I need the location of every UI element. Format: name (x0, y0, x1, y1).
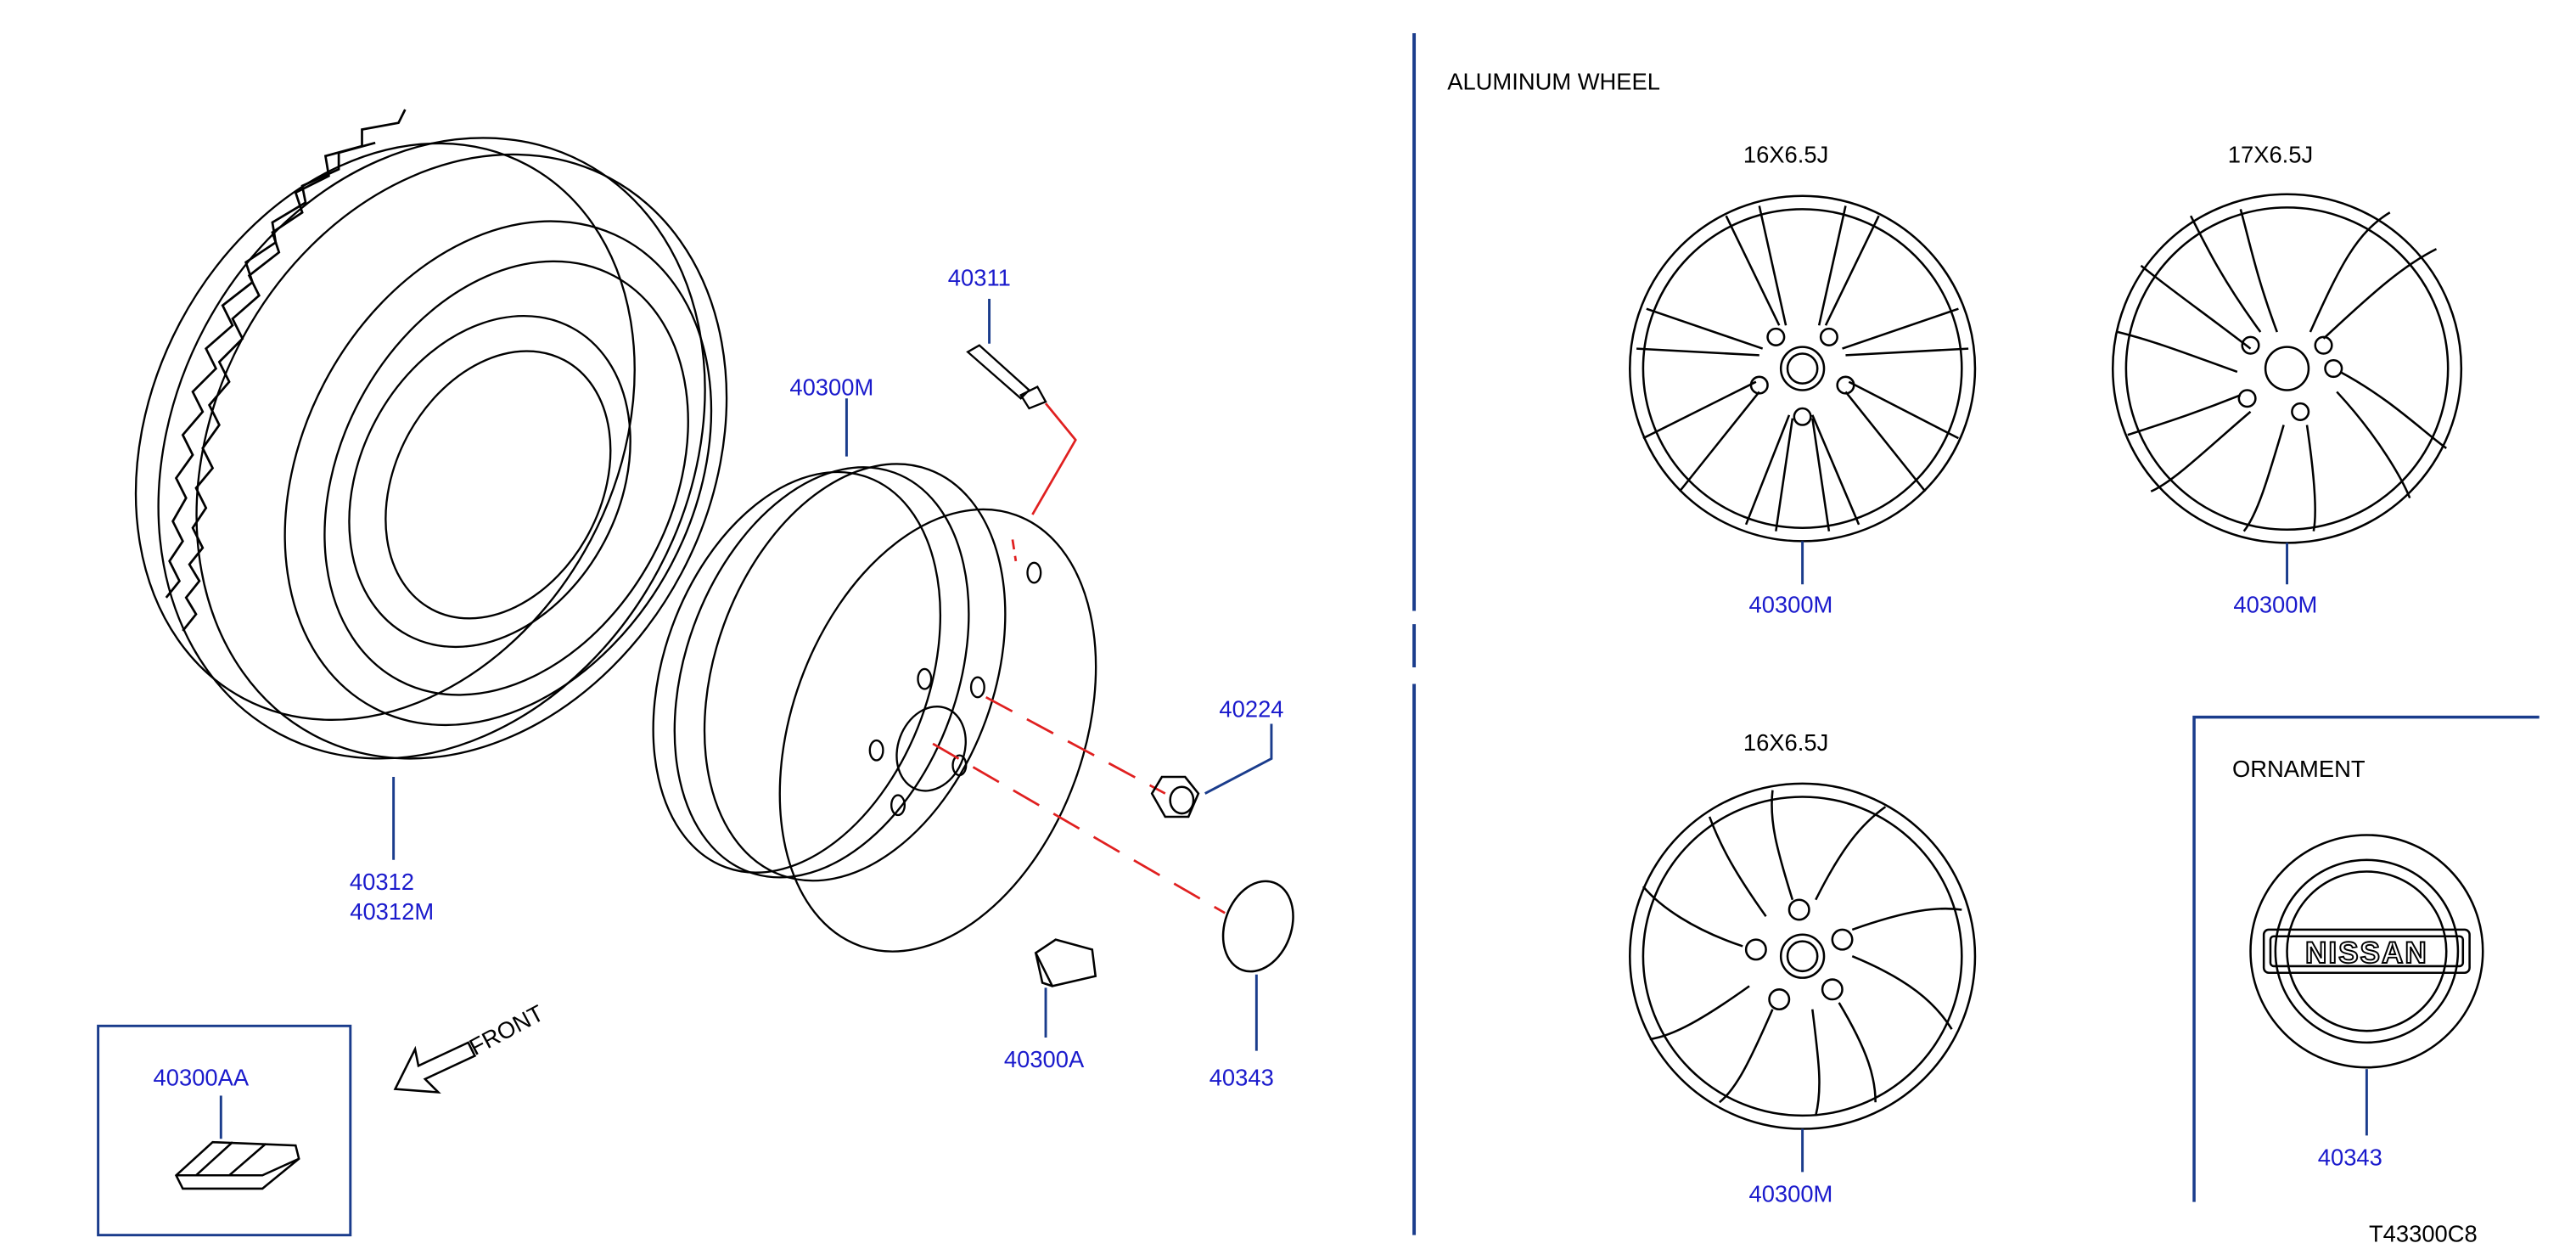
nut-leader-line (1204, 723, 1273, 795)
alloy-top-right-size: 17X6.5J (2228, 142, 2313, 168)
front-arrow (393, 1041, 477, 1094)
alloy-bottom-part-number[interactable]: 40300M (1748, 1181, 1832, 1207)
alloy-top-left-part-number[interactable]: 40300M (1748, 591, 1832, 617)
cap-dashed-leader (932, 742, 1226, 914)
alloy-top-left-size: 16X6.5J (1743, 142, 1828, 168)
ornament-logo-text: NISSAN (2305, 937, 2428, 970)
valve-dashed-leader-2 (1011, 539, 1018, 562)
tire-drawing (134, 137, 728, 760)
steel-wheel-drawing (652, 463, 1097, 953)
valve-dashed-leader (1031, 402, 1077, 515)
nut-part-number[interactable]: 40224 (1219, 696, 1283, 723)
center-cap-part-number[interactable]: 40343 (1209, 1065, 1274, 1091)
nut-dashed-leader (985, 695, 1166, 795)
alloy-bottom-size: 16X6.5J (1743, 729, 1828, 756)
tire-tread-pattern (182, 109, 407, 632)
balance-weight-part-number[interactable]: 40300A (1004, 1046, 1085, 1072)
ornament-part-number[interactable]: 40343 (2318, 1145, 2382, 1171)
valve-part-number[interactable]: 40311 (948, 264, 1011, 290)
diagram-code: T43300C8 (2369, 1220, 2478, 1246)
alloy-wheel-bottom-drawing (1629, 782, 1977, 1130)
weight-kit-box (97, 1024, 352, 1237)
ornament-title: ORNAMENT (2232, 756, 2366, 782)
valve-drawing (966, 344, 1047, 410)
nut-drawing (1150, 775, 1200, 818)
alloy-wheel-top-right-drawing (2111, 193, 2463, 544)
front-label: FRONT (465, 999, 548, 1060)
tire-alt-part-number[interactable]: 40312M (350, 898, 434, 925)
weight-kit-drawing (174, 1140, 300, 1190)
alloy-wheel-top-left-drawing (1629, 194, 1977, 543)
center-cap-drawing (1221, 880, 1294, 973)
ornament-drawing (2249, 834, 2484, 1069)
alloy-top-right-part-number[interactable]: 40300M (2233, 591, 2317, 617)
balance-weight-drawing (1034, 938, 1097, 987)
tire-tread-pattern-2 (165, 141, 376, 599)
weight-kit-part-number[interactable]: 40300AA (154, 1065, 250, 1091)
steel-wheel-part-number[interactable]: 40300M (789, 374, 873, 400)
aluminum-wheel-title: ALUMINUM WHEEL (1447, 69, 1660, 95)
ornament-box-border (2192, 715, 2540, 1202)
tire-part-number[interactable]: 40312 (350, 869, 414, 895)
